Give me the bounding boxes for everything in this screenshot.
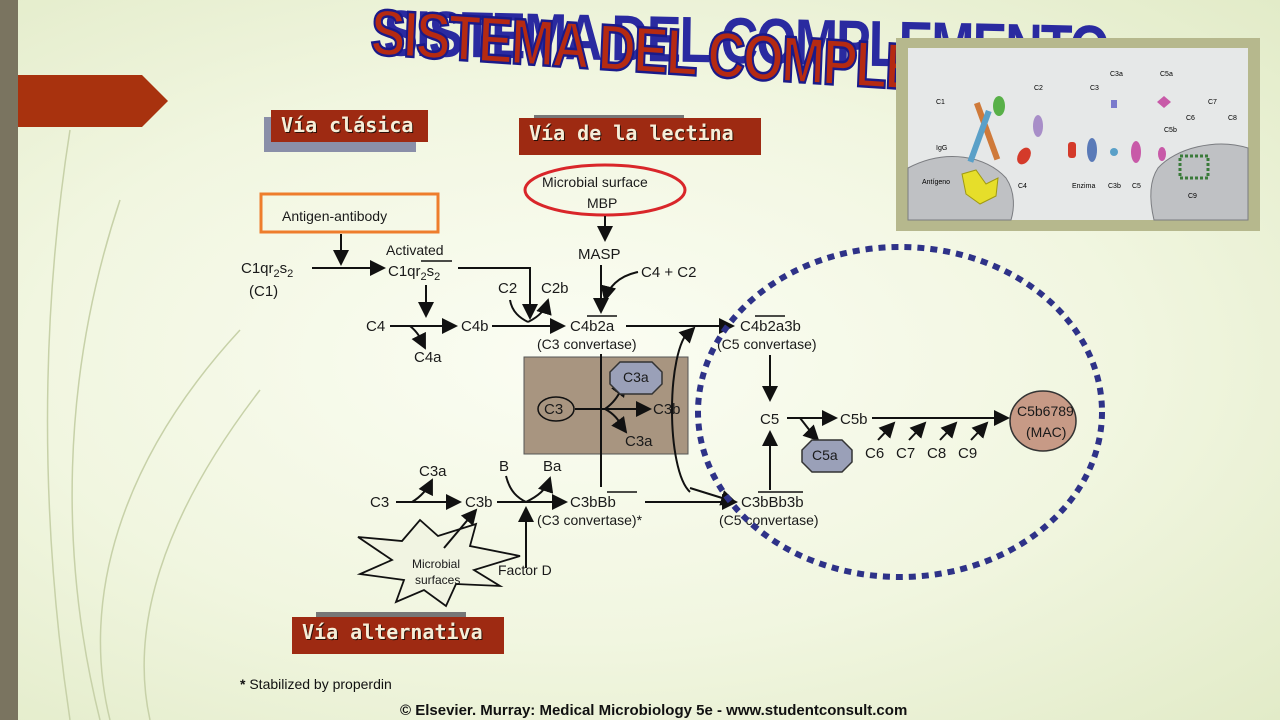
- node-masp: MASP: [578, 246, 621, 263]
- pathway-label-clasica: Vía clásica: [271, 110, 428, 142]
- pathway-label-lectina: Vía de la lectina: [519, 118, 761, 155]
- left-sidebar-bar: [0, 0, 18, 720]
- node-microbial-surface: Microbial surface: [542, 174, 648, 190]
- inset-c1: [974, 101, 1001, 161]
- node-c3-convertase: (C3 convertase): [537, 336, 637, 352]
- node-microbial: Microbial: [412, 557, 460, 571]
- node-c1qr2s2: C1qr2s2: [241, 260, 293, 280]
- inset-c3b-shape: [1110, 148, 1118, 156]
- node-c5b: C5b: [840, 411, 868, 428]
- node-c3b-alt: C3b: [465, 494, 493, 511]
- node-c4b2a3b: C4b2a3b: [740, 318, 801, 335]
- node-c1: (C1): [249, 283, 278, 300]
- inset-c1-head: [993, 96, 1005, 116]
- footnote-mark: *: [240, 676, 246, 692]
- node-c1qr2s2-activated: C1qr2s2: [388, 263, 440, 283]
- node-c3a-octagon: C3a: [623, 369, 649, 385]
- node-mac-line2: (MAC): [1026, 424, 1066, 440]
- terminal-pathway-highlight: [695, 244, 1105, 580]
- inset-label-igg: IgG: [936, 145, 947, 152]
- node-c4-c2: C4 + C2: [641, 264, 696, 281]
- antigen-antibody-box: [259, 192, 440, 234]
- footnote: * Stabilized by properdin: [240, 676, 392, 692]
- node-c3bbb3b: C3bBb3b: [741, 494, 804, 511]
- inset-igg: [967, 110, 992, 163]
- inset-c5a-shape: [1157, 96, 1171, 108]
- inset-label-c2: C2: [1034, 85, 1043, 92]
- node-c3b-center: C3b: [653, 401, 681, 418]
- node-c3a-center: C3a: [625, 433, 653, 450]
- node-mbp: MBP: [587, 195, 617, 211]
- inset-cell-right: [1150, 143, 1249, 221]
- inset-label-c7: C7: [1208, 99, 1217, 106]
- left-arrow-decoration: [18, 75, 168, 127]
- node-c5-convertase-bottom: (C5 convertase): [719, 512, 819, 528]
- inset-label-c1: C1: [936, 99, 945, 106]
- inset-cell-left: [907, 156, 1014, 221]
- node-c6: C6: [865, 445, 884, 462]
- decorative-curves: [46, 129, 261, 720]
- pathway-label-alternativa: Vía alternativa: [292, 617, 504, 654]
- node-c2b: C2b: [541, 280, 569, 297]
- node-c4b: C4b: [461, 318, 489, 335]
- node-c7: C7: [896, 445, 915, 462]
- node-c5: C5: [760, 411, 779, 428]
- inset-label-c8: C8: [1228, 115, 1237, 122]
- inset-label-c3: C3: [1090, 85, 1099, 92]
- footnote-text: Stabilized by properdin: [245, 676, 392, 692]
- inset-label-antigeno: Antígeno: [922, 179, 950, 186]
- c5a-octagon: [801, 439, 853, 473]
- node-activated: Activated: [386, 242, 444, 258]
- microbial-surfaces-starburst: [356, 518, 521, 608]
- node-c5a: C5a: [812, 447, 838, 463]
- inset-label-enzima: Enzima: [1072, 183, 1095, 190]
- node-c9: C9: [958, 445, 977, 462]
- inset-label-c4: C4: [1018, 183, 1027, 190]
- node-c4b2a: C4b2a: [570, 318, 615, 335]
- label-shadow: [316, 612, 466, 618]
- node-surfaces: surfaces: [415, 573, 460, 587]
- inset-svg: C1 IgG Antígeno C2 C4 C3 C3a C5a C7 C8 C…: [907, 48, 1249, 221]
- c3a-octagon: [609, 361, 663, 395]
- node-c3-convertase-star: (C3 convertase)*: [537, 512, 643, 528]
- inset-label-c9: C9: [1188, 193, 1197, 200]
- node-c8: C8: [927, 445, 946, 462]
- node-c3bbb: C3bBb: [570, 494, 616, 511]
- lectin-trigger-ellipse: [523, 163, 687, 217]
- c3-ellipse: [537, 396, 575, 422]
- inset-label-c5: C5: [1132, 183, 1141, 190]
- inset-illustration: C1 IgG Antígeno C2 C4 C3 C3a C5a C7 C8 C…: [896, 38, 1260, 231]
- node-b: B: [499, 458, 509, 475]
- inset-c3a-shape: [1111, 100, 1117, 108]
- inset-label-c3b: C3b: [1108, 183, 1121, 190]
- inset-c5b-shape: [1158, 147, 1166, 161]
- inset-c4-shape: [1017, 147, 1031, 165]
- node-ba: Ba: [543, 458, 562, 475]
- inset-antigen: [961, 169, 999, 205]
- copyright-notice: © Elsevier. Murray: Medical Microbiology…: [400, 702, 908, 719]
- mac-ellipse: [1009, 390, 1077, 452]
- node-c2: C2: [498, 280, 517, 297]
- inset-label-c3a: C3a: [1110, 71, 1123, 78]
- inset-c2-shape: [1033, 115, 1043, 137]
- node-factor-d: Factor D: [498, 562, 552, 578]
- node-c4a: C4a: [414, 349, 442, 366]
- node-c5-convertase-top: (C5 convertase): [717, 336, 817, 352]
- node-c4: C4: [366, 318, 385, 335]
- node-mac-line1: C5b6789: [1017, 403, 1074, 419]
- inset-label-c6: C6: [1186, 115, 1195, 122]
- inset-label-c5a: C5a: [1160, 71, 1173, 78]
- inset-c3-shape: [1087, 138, 1097, 162]
- inset-enzima-shape: [1068, 142, 1076, 158]
- node-c3-center: C3: [544, 401, 563, 418]
- node-c3-alt: C3: [370, 494, 389, 511]
- node-antigen-antibody: Antigen-antibody: [282, 208, 387, 224]
- node-c3a-alt: C3a: [419, 463, 447, 480]
- inset-c5-shape: [1131, 141, 1141, 163]
- inset-label-c5b: C5b: [1164, 127, 1177, 134]
